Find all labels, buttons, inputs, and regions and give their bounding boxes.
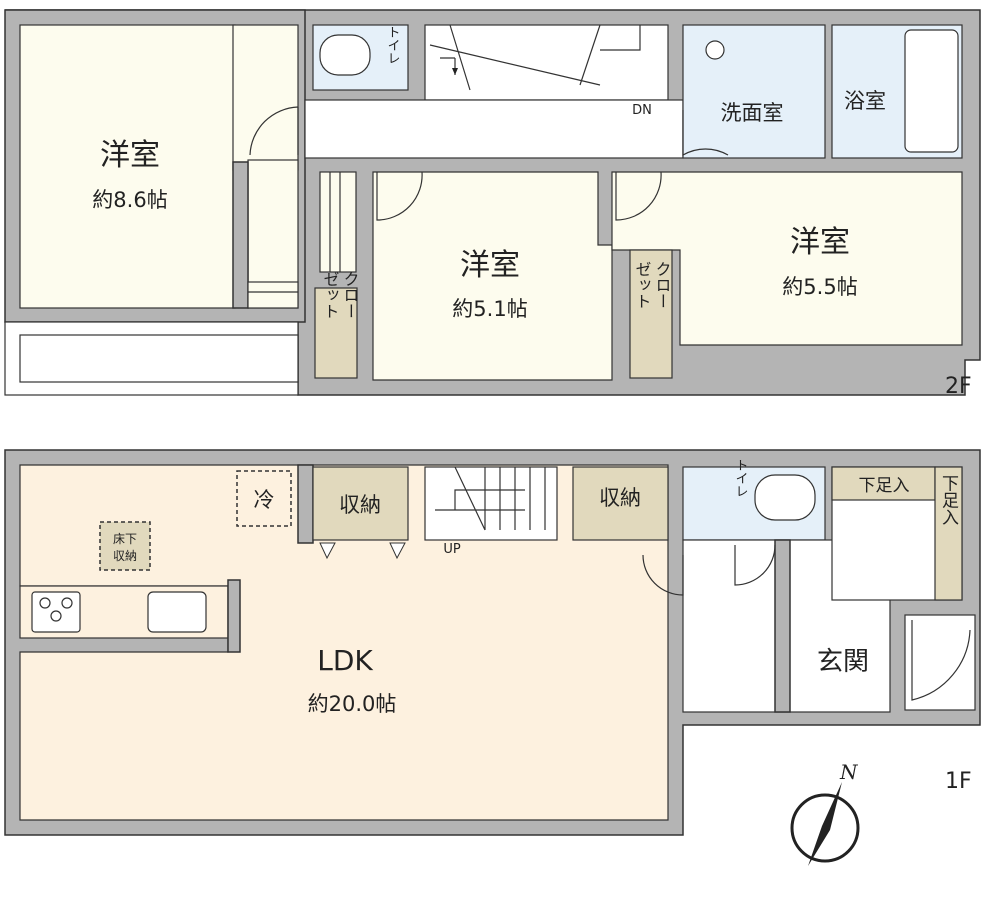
floor-2f: トイレ DN 洗面室 浴室 クロー ゼット クロー ゼット 洋室 約8.6帖 洋… [4,9,981,399]
door-washroom[interactable] [682,110,729,157]
storage-2[interactable] [572,466,669,541]
stairs-dn-label: DN [632,103,652,118]
ldk-name: LDK [317,644,373,677]
underfloor-label-2: 収納 [113,549,137,563]
room-5-5-size: 約5.5帖 [782,275,857,299]
burner-icon [61,597,73,609]
balcony-inner [19,334,299,383]
stairs-lines [429,24,641,91]
sink-icon [705,40,725,60]
shoe-storage-side[interactable] [934,466,963,601]
stairs-2f[interactable] [424,24,669,101]
shoe-storage-side-label: 下足入 [938,475,959,526]
stairs-lines [435,466,546,531]
storage-1-doors[interactable] [319,542,406,560]
partition-wall [232,161,249,309]
stairs-up-label: UP [443,542,461,557]
door-5-1[interactable] [376,171,423,221]
arrow-down-icon [452,68,458,75]
door-toilet-1f[interactable] [734,544,776,586]
burner-icon [50,610,62,622]
closet-left-label-1: クロー [341,271,360,319]
entrance-label: 玄関 [817,647,869,677]
toilet-bowl-icon [319,34,371,76]
closet-left[interactable] [314,287,358,379]
room-5-5-name: 洋室 [790,225,850,260]
entrance-door[interactable] [911,620,971,701]
stairs-1f[interactable] [424,466,558,541]
bathroom-label: 浴室 [844,89,886,113]
shelf-vertical [319,171,357,273]
burner-icon [39,597,51,609]
entrance-door-area[interactable] [904,614,976,711]
floor-1f: 冷 床下 収納 収納 UP 収納 トイレ 下足入 下足入 玄関 LDK 約20.… [4,449,981,836]
storage-1-label: 収納 [339,493,381,517]
washroom-label: 洗面室 [721,101,784,125]
closet-right-label-2: ゼット [633,261,652,309]
compass-ring [790,793,860,863]
kitchen-wall [227,579,241,653]
room-5-1-name: 洋室 [460,248,520,283]
washroom [682,24,826,159]
compass-needle-icon [808,782,842,866]
floor-label-1f: 1F [945,769,972,794]
closet-right-label-1: クロー [653,261,672,309]
room-8-6-size: 約8.6帖 [92,188,167,212]
room-western-8-6 [19,24,236,309]
compass-north-label: N [839,760,859,784]
underfloor-label-1: 床下 [113,532,137,546]
room-5-1-size: 約5.1帖 [452,297,527,321]
hall-partition [774,539,791,713]
door-5-5[interactable] [615,171,662,221]
toilet-1f-label: トイレ [733,459,748,498]
fridge-space [236,470,292,527]
ldk-size: 約20.0帖 [308,692,397,716]
sink-icon [147,591,207,633]
shoe-storage-top[interactable] [831,466,936,501]
storage-1[interactable] [312,466,409,541]
shelf [247,281,299,309]
room-8-6-name: 洋室 [100,138,160,173]
toilet-2f-label: トイレ [385,26,400,65]
storage-2-label: 収納 [599,486,641,510]
closet-right[interactable] [629,249,673,379]
door-8-6[interactable] [249,106,299,156]
door-ldk[interactable] [642,554,684,596]
floor-label-2f: 2F [945,374,972,399]
shoe-storage-top-label: 下足入 [859,476,910,496]
compass: N [790,760,860,866]
room-western-5-5 [611,171,963,346]
underfloor-storage[interactable] [99,521,151,571]
fridge-label: 冷 [254,488,275,512]
room-western-8-6-part [232,24,299,171]
bathtub-icon [904,29,959,153]
hallway-2f [304,99,684,159]
wall-piece [297,464,314,544]
toilet-bowl-icon [754,474,816,521]
closet-left-label-2: ゼット [321,271,340,319]
